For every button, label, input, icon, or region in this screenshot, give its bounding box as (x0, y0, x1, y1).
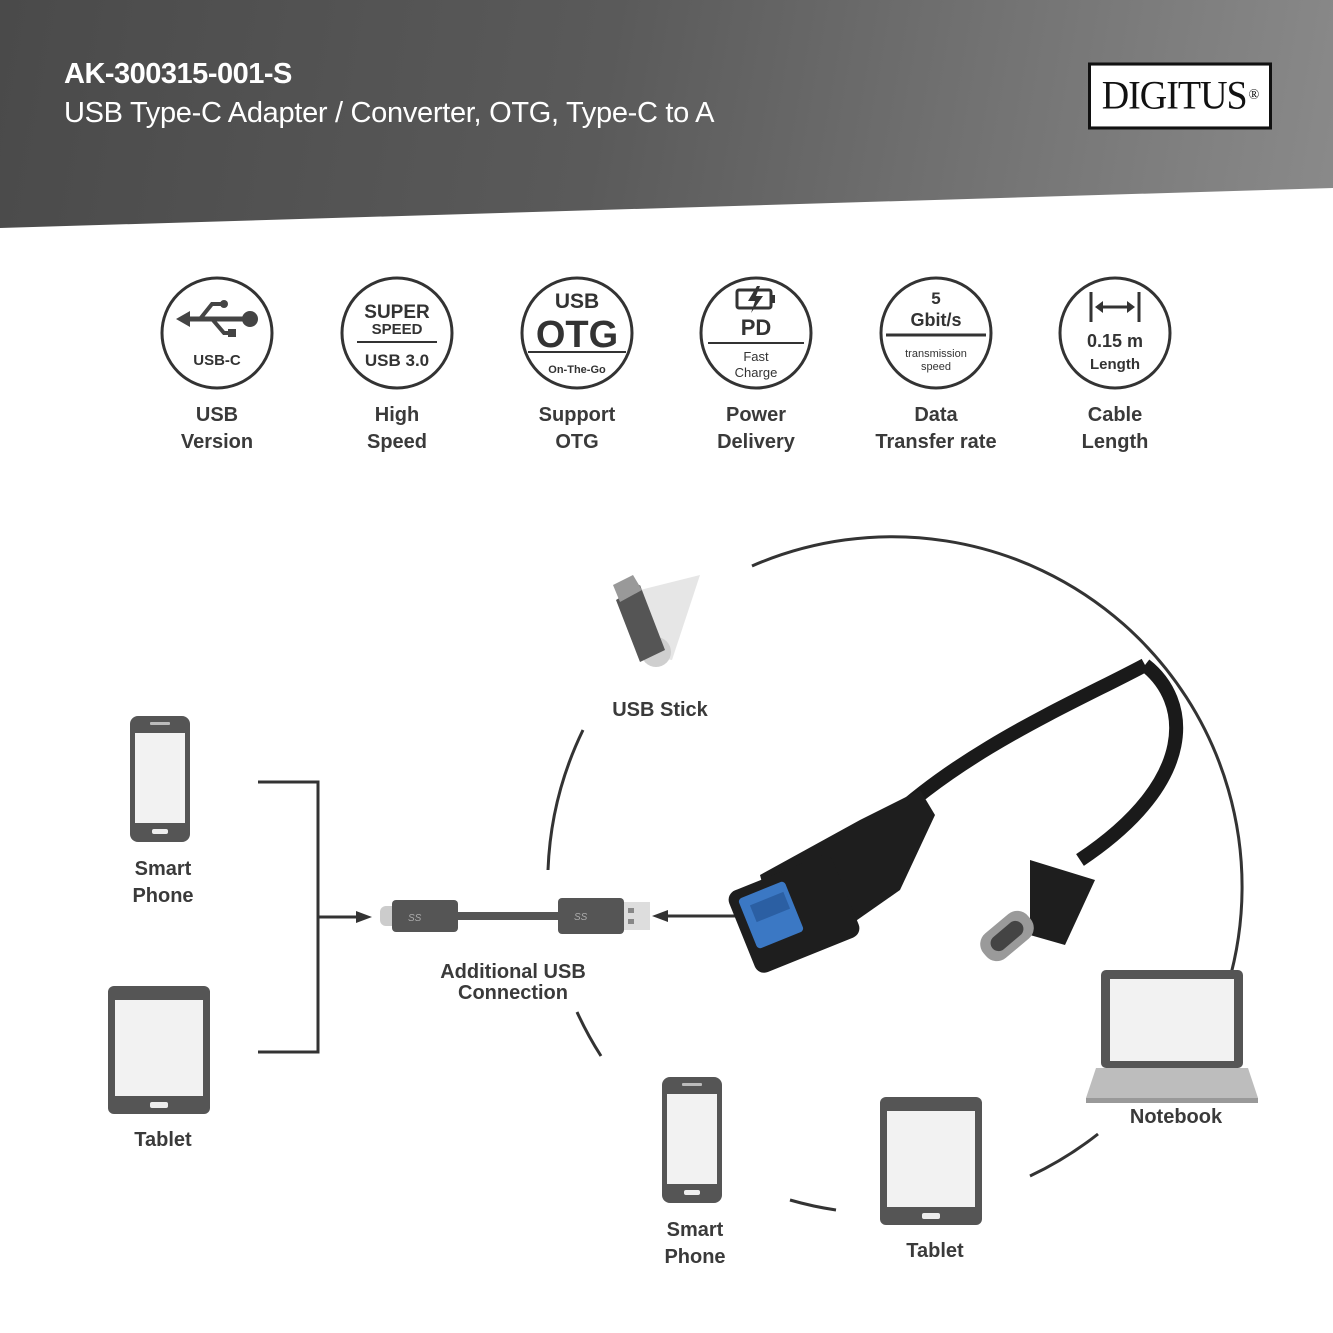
svg-text:5: 5 (931, 289, 940, 308)
digitus-logo: DIGITUS® (1088, 62, 1272, 130)
additional-usb-label: Additional USB (440, 961, 586, 983)
feature-power-delivery: PD Fast Charge (699, 276, 813, 390)
left-smartphone-icon (130, 716, 190, 842)
feature-cable-length: 0.15 m Length (1058, 276, 1172, 390)
product-subtitle: USB Type-C Adapter / Converter, OTG, Typ… (64, 97, 715, 129)
svg-text:SPEED: SPEED (372, 321, 423, 338)
svg-text:Version: Version (181, 431, 253, 453)
svg-text:Support: Support (539, 404, 616, 426)
svg-text:SUPER: SUPER (364, 302, 430, 323)
svg-text:Transfer rate: Transfer rate (875, 431, 996, 453)
svg-text:High: High (375, 404, 419, 426)
svg-text:On-The-Go: On-The-Go (548, 364, 606, 376)
notebook-label: Notebook (1130, 1106, 1223, 1128)
svg-text:SS: SS (408, 913, 422, 924)
left-phone-label-2: Phone (132, 885, 193, 907)
feature-otg: USB OTG On-The-Go (520, 276, 634, 390)
usb-trident-icon (176, 300, 258, 337)
svg-text:USB: USB (555, 290, 599, 313)
feature-high-speed: SUPER SPEED USB 3.0 (340, 276, 454, 390)
bottom-tablet-label: Tablet (906, 1240, 964, 1262)
svg-text:Length: Length (1090, 356, 1140, 373)
svg-text:0.15 m: 0.15 m (1087, 331, 1143, 351)
svg-text:Length: Length (1082, 431, 1149, 453)
svg-text:PD: PD (741, 315, 772, 340)
bottom-phone-label: Smart (667, 1219, 724, 1241)
notebook-icon (1086, 970, 1258, 1103)
usb-stick-label: USB Stick (612, 699, 708, 721)
svg-text:Fast: Fast (743, 349, 769, 364)
bracket-connector (258, 780, 360, 1054)
svg-text:Charge: Charge (735, 365, 778, 380)
svg-text:speed: speed (921, 361, 951, 373)
bottom-tablet-icon (880, 1097, 982, 1225)
svg-text:Delivery: Delivery (717, 431, 796, 453)
svg-text:OTG: OTG (555, 431, 598, 453)
arrow-right-icon (356, 911, 372, 923)
svg-text:USB: USB (196, 404, 238, 426)
arrow-left-icon (652, 910, 668, 922)
bottom-smartphone-icon (662, 1077, 722, 1203)
svg-text:Cable: Cable (1088, 404, 1142, 426)
svg-text:transmission: transmission (905, 348, 967, 360)
left-phone-label: Smart (135, 858, 192, 880)
product-code: AK-300315-001-S (64, 58, 292, 90)
left-tablet-label: Tablet (134, 1129, 192, 1151)
svg-text:Speed: Speed (367, 431, 427, 453)
svg-text:USB-C: USB-C (193, 352, 241, 369)
usb-stick-icon (613, 575, 700, 667)
svg-text:Data: Data (914, 404, 958, 426)
length-arrow-icon (1089, 292, 1141, 322)
feature-usb-version: USB-C (160, 276, 274, 390)
bottom-phone-label-2: Phone (664, 1246, 725, 1268)
additional-usb-cable-icon: SS SS (380, 898, 650, 934)
connection-arcs (546, 535, 1244, 1212)
svg-text:Gbit/s: Gbit/s (910, 310, 961, 330)
svg-text:Power: Power (726, 404, 786, 426)
additional-usb-label-2: Connection (458, 982, 568, 1004)
svg-text:USB 3.0: USB 3.0 (365, 351, 429, 370)
battery-bolt-icon (735, 286, 775, 313)
feature-transfer-rate: 5 Gbit/s transmission speed (879, 276, 993, 390)
svg-text:OTG: OTG (536, 314, 618, 356)
left-tablet-icon (108, 986, 210, 1114)
product-cable-photo (728, 658, 1184, 973)
svg-text:SS: SS (574, 912, 588, 923)
